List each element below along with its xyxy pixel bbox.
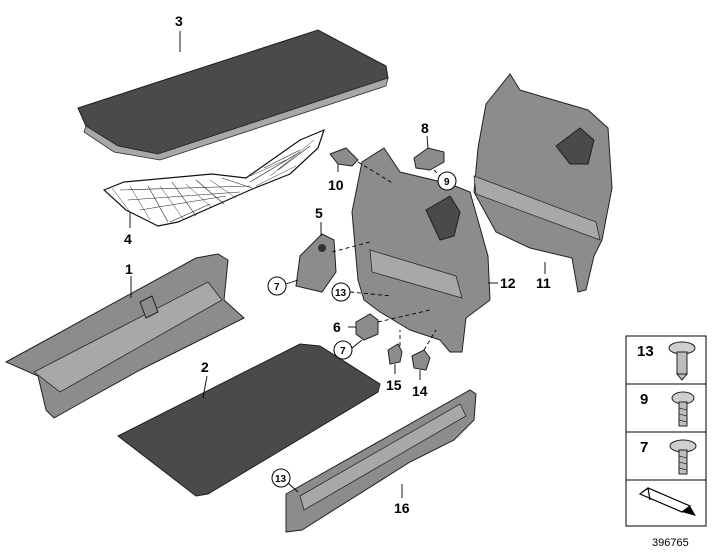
- label-9-circle: [437, 171, 457, 191]
- part-3-cargo-cover[interactable]: [77, 29, 389, 161]
- label-13a: 13: [335, 288, 347, 299]
- label-7b: 7: [340, 346, 346, 357]
- torx-screw-icon: [671, 391, 695, 427]
- legend: 13 9 7: [625, 335, 707, 527]
- arrow-icon: [638, 487, 696, 516]
- part-16-sill-trim[interactable]: [285, 389, 477, 533]
- label-6: 6: [333, 319, 341, 335]
- label-7a-circle: [267, 276, 287, 296]
- label-10: 10: [328, 177, 344, 193]
- label-1: 1: [125, 261, 133, 277]
- legend-num-7: 7: [640, 439, 648, 456]
- label-5: 5: [315, 205, 323, 221]
- label-9: 9: [444, 177, 450, 188]
- part-2-floor-mat[interactable]: [117, 343, 381, 497]
- label-11: 11: [536, 275, 551, 291]
- label-15: 15: [386, 377, 402, 393]
- part-4-cargo-net[interactable]: [102, 128, 325, 227]
- legend-num-13: 13: [637, 343, 654, 360]
- legend-num-9: 9: [640, 391, 648, 408]
- push-rivet-icon: [668, 341, 696, 381]
- screw-with-washer-icon: [669, 439, 697, 475]
- part-12-wheel-arch-trim[interactable]: [351, 147, 491, 353]
- label-12: 12: [500, 275, 516, 291]
- label-13b: 13: [275, 474, 287, 485]
- part-6-bracket[interactable]: [355, 313, 379, 341]
- part-15-clip[interactable]: [387, 343, 403, 365]
- part-11-side-panel[interactable]: [473, 73, 613, 293]
- part-14-clip[interactable]: [411, 349, 431, 371]
- label-2: 2: [201, 359, 209, 375]
- label-7a: 7: [274, 282, 280, 293]
- label-14: 14: [412, 383, 428, 399]
- label-16: 16: [394, 500, 410, 516]
- label-8: 8: [421, 120, 429, 136]
- part-1-side-trim[interactable]: [4, 253, 245, 419]
- label-13b-circle: [271, 468, 291, 488]
- label-7b-circle: [333, 340, 353, 360]
- part-10-hook[interactable]: [329, 147, 359, 167]
- part-8-bracket[interactable]: [413, 147, 445, 171]
- label-4: 4: [124, 231, 132, 247]
- reference-number: 396765: [652, 537, 689, 549]
- part-5-bracket[interactable]: [295, 233, 337, 293]
- label-3: 3: [175, 13, 183, 29]
